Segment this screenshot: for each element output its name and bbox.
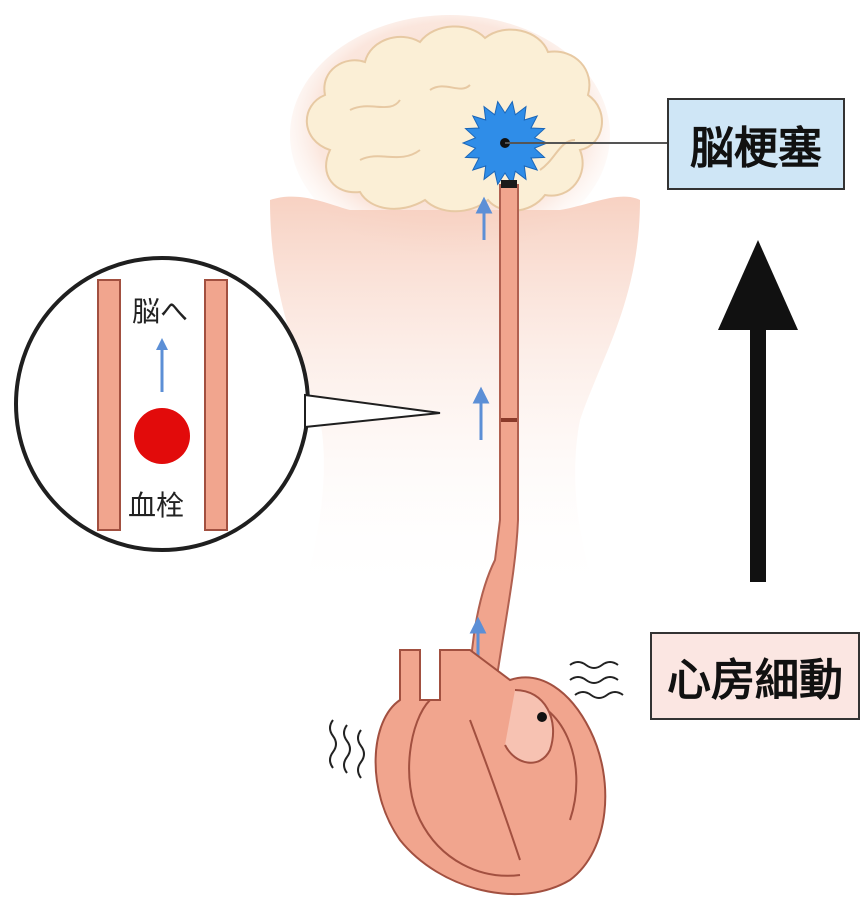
inset-label-thrombus: 血栓 <box>128 484 184 524</box>
vibration-marks-right <box>570 662 623 698</box>
atrial-fibrillation-label: 心房細動 <box>650 632 860 720</box>
upward-arrow-icon <box>718 240 798 582</box>
stroke-label: 脳梗塞 <box>667 98 845 190</box>
thrombus-icon <box>134 408 190 464</box>
occlusion-plug <box>501 180 517 188</box>
heart <box>376 650 606 894</box>
inset-label-to-brain: 脳へ <box>132 290 188 330</box>
vibration-marks-left <box>330 720 364 778</box>
